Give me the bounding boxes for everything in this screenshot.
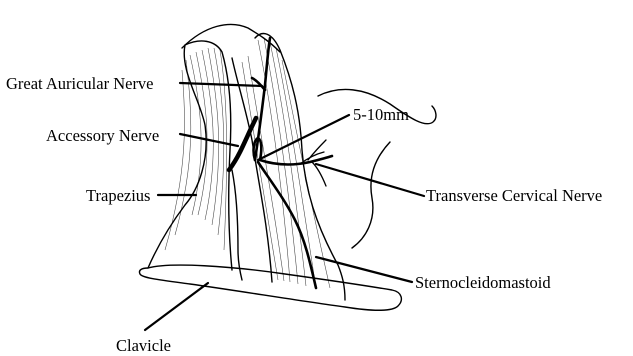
labels: Great Auricular Nerve Accessory Nerve Tr… bbox=[6, 74, 602, 355]
skull-base-contour bbox=[182, 24, 280, 52]
posterior-triangle-edge bbox=[232, 170, 242, 280]
leader-sternocleidomastoid bbox=[316, 257, 412, 282]
label-distance: 5-10mm bbox=[353, 105, 409, 124]
label-trapezius: Trapezius bbox=[86, 186, 150, 205]
leader-transverse-cervical bbox=[316, 164, 424, 196]
label-sternocleidomastoid: Sternocleidomastoid bbox=[415, 273, 551, 292]
leader-distance bbox=[258, 115, 349, 160]
anatomy-drawing bbox=[139, 24, 435, 310]
label-great-auricular-nerve: Great Auricular Nerve bbox=[6, 74, 154, 93]
leader-clavicle bbox=[145, 283, 208, 330]
leader-great-auricular bbox=[180, 83, 262, 86]
transverse-cervical-branch-3 bbox=[308, 140, 326, 160]
label-transverse-cervical-nerve: Transverse Cervical Nerve bbox=[426, 186, 602, 205]
great-auricular-nerve-path bbox=[255, 38, 270, 160]
trapezius-shape bbox=[148, 41, 232, 270]
label-accessory-nerve: Accessory Nerve bbox=[46, 126, 159, 145]
great-auricular-branch bbox=[252, 78, 265, 90]
descending-nerve-path bbox=[258, 162, 316, 288]
leader-accessory bbox=[180, 134, 238, 146]
label-clavicle: Clavicle bbox=[116, 336, 171, 355]
neck-front-contour bbox=[352, 142, 390, 248]
